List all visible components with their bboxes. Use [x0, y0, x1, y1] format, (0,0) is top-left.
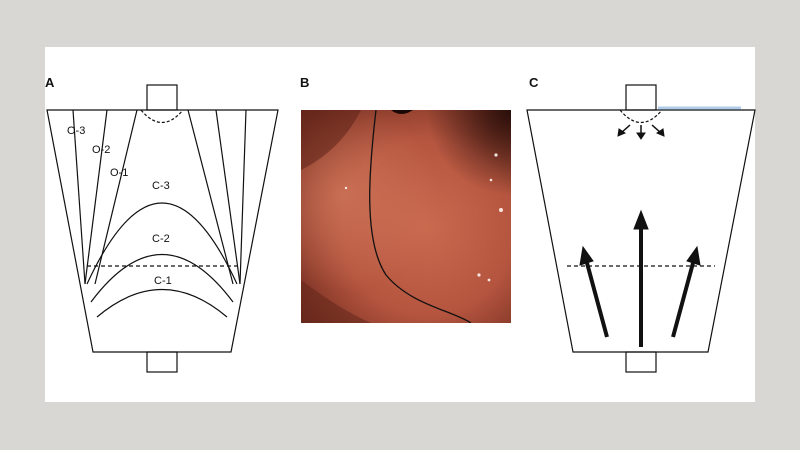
panel-a-pylorus-arc — [140, 109, 184, 124]
panel-a-label-c2: C-2 — [152, 233, 170, 245]
panel-c-top-connector — [625, 84, 657, 111]
panel-a-o1-line — [94, 109, 138, 285]
panel-c-label: C — [529, 75, 539, 90]
panel-c-large-arrow-right — [671, 262, 695, 338]
endoscopy-photo — [301, 110, 511, 323]
panel-a-label: A — [45, 75, 55, 90]
panel-a-bottom-connector — [146, 351, 178, 373]
panel-c-pylorus-arc — [619, 109, 663, 124]
panel-a-label-o1: O-1 — [110, 167, 128, 179]
panel-a-c2-curve — [90, 254, 234, 303]
panel-a-label-o2: O-2 — [92, 144, 110, 156]
panel-a-c1-curve — [96, 289, 228, 318]
panel-a-label-c3: C-3 — [152, 180, 170, 192]
panel-a-o3-line — [72, 109, 86, 285]
panel-a-top-connector — [146, 84, 178, 111]
panel-a-o3-line-right — [239, 109, 247, 285]
panel-a-label-c1: C-1 — [154, 275, 172, 287]
panel-c-bottom-connector — [625, 351, 657, 373]
panel-a-c3-curve — [86, 202, 238, 285]
panel-a-label-o3: O-3 — [67, 125, 85, 137]
panel-a-stomach-outline — [46, 109, 279, 353]
boundary-line — [369, 110, 472, 323]
panel-b-label: B — [300, 75, 310, 90]
panel-a-o1-line-right — [187, 109, 234, 285]
figure-slide: A B C O-3 — [45, 47, 756, 402]
panel-a-o2-line-right — [215, 109, 241, 285]
panel-a-o2-line — [84, 109, 108, 285]
panel-c-stomach-outline — [526, 109, 756, 353]
panel-c-large-arrow-left — [585, 262, 609, 338]
panel-c-diagram — [526, 84, 756, 373]
panel-a-diagram: O-3 O-2 O-1 C-3 C-2 C-1 — [46, 84, 279, 373]
